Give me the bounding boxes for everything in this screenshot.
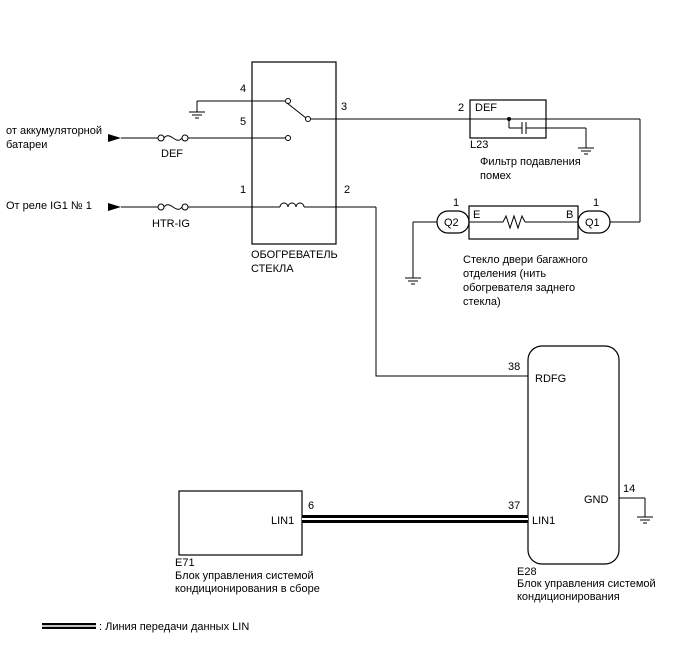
glass-heater-element — [405, 214, 578, 285]
switch-pin-1: 1 — [240, 184, 246, 196]
filter-capacitor — [507, 117, 594, 155]
switch-label-line1: ОБОГРЕВАТЕЛЬ — [251, 249, 338, 261]
glass-term-b: B — [566, 209, 573, 221]
defogger-switch-box — [251, 61, 337, 245]
relay-coil-icon — [279, 202, 305, 208]
battery-input-label-line2: батареи — [6, 139, 47, 151]
e28-label-line1: Блок управления системой — [517, 578, 656, 590]
filter-label-line1: Фильтр подавления — [480, 156, 581, 168]
e28-label-line2: кондиционирования — [517, 591, 620, 603]
e71-code: E71 — [175, 557, 195, 569]
htr-ig-fuse-circuit — [108, 202, 376, 211]
switch-pin-4: 4 — [240, 83, 246, 95]
e28-gnd-label: GND — [584, 494, 609, 506]
switch-blade-icon — [286, 102, 307, 119]
def-fuse-label: DEF — [161, 148, 183, 160]
q2-label: Q2 — [444, 217, 459, 229]
glass-term-e: E — [473, 209, 480, 221]
e28-rdfg-label: RDFG — [535, 373, 566, 385]
e71-lin-label: LIN1 — [271, 515, 294, 527]
def-fuse-icon — [163, 135, 183, 141]
e28-pin-14: 14 — [623, 483, 635, 495]
battery-input-label-line1: от аккумуляторной — [6, 125, 102, 137]
htr-ig-fuse-label: HTR-IG — [152, 218, 190, 230]
resistor-icon — [502, 214, 526, 230]
glass-label-line2: отделения (нить — [463, 268, 546, 280]
e28-ground — [619, 497, 653, 524]
def-fuse-circuit — [108, 134, 291, 142]
e71-label-line1: Блок управления системой — [175, 570, 314, 582]
ig1-input-label: От реле IG1 № 1 — [6, 200, 92, 212]
filter-pin-2: 2 — [458, 102, 464, 114]
glass-label-line4: стекла) — [463, 296, 501, 308]
rdfg-wire — [375, 207, 528, 377]
e28-code: E28 — [517, 566, 537, 578]
filter-name: DEF — [475, 102, 497, 114]
battery-arrow-icon — [108, 134, 121, 142]
glass-label-line1: Стекло двери багажного — [463, 254, 588, 266]
filter-label-line2: помех — [480, 170, 512, 182]
htr-ig-fuse-icon — [163, 204, 183, 210]
switch-pin-3: 3 — [341, 101, 347, 113]
switch-pin-2: 2 — [344, 184, 350, 196]
e28-lin-label: LIN1 — [532, 515, 555, 527]
glass-pin-right: 1 — [593, 197, 599, 209]
glass-label-line3: обогревателя заднего — [463, 282, 575, 294]
noise-filter-box — [469, 99, 547, 139]
switch-label-line2: СТЕКЛА — [251, 263, 294, 275]
ig1-arrow-icon — [108, 203, 121, 211]
q1-label: Q1 — [585, 217, 600, 229]
switch-contacts — [189, 98, 640, 122]
e28-pin-37: 37 — [508, 500, 520, 512]
legend-text: : Линия передачи данных LIN — [99, 621, 249, 633]
e71-pin-6: 6 — [308, 500, 314, 512]
filter-code: L23 — [470, 139, 488, 151]
e71-label-line2: кондиционирования в сборе — [175, 583, 320, 595]
ac-ecu-e28-box — [527, 345, 620, 565]
glass-pin-left: 1 — [453, 197, 459, 209]
switch-pin-5: 5 — [240, 116, 246, 128]
e28-pin-38: 38 — [508, 361, 520, 373]
